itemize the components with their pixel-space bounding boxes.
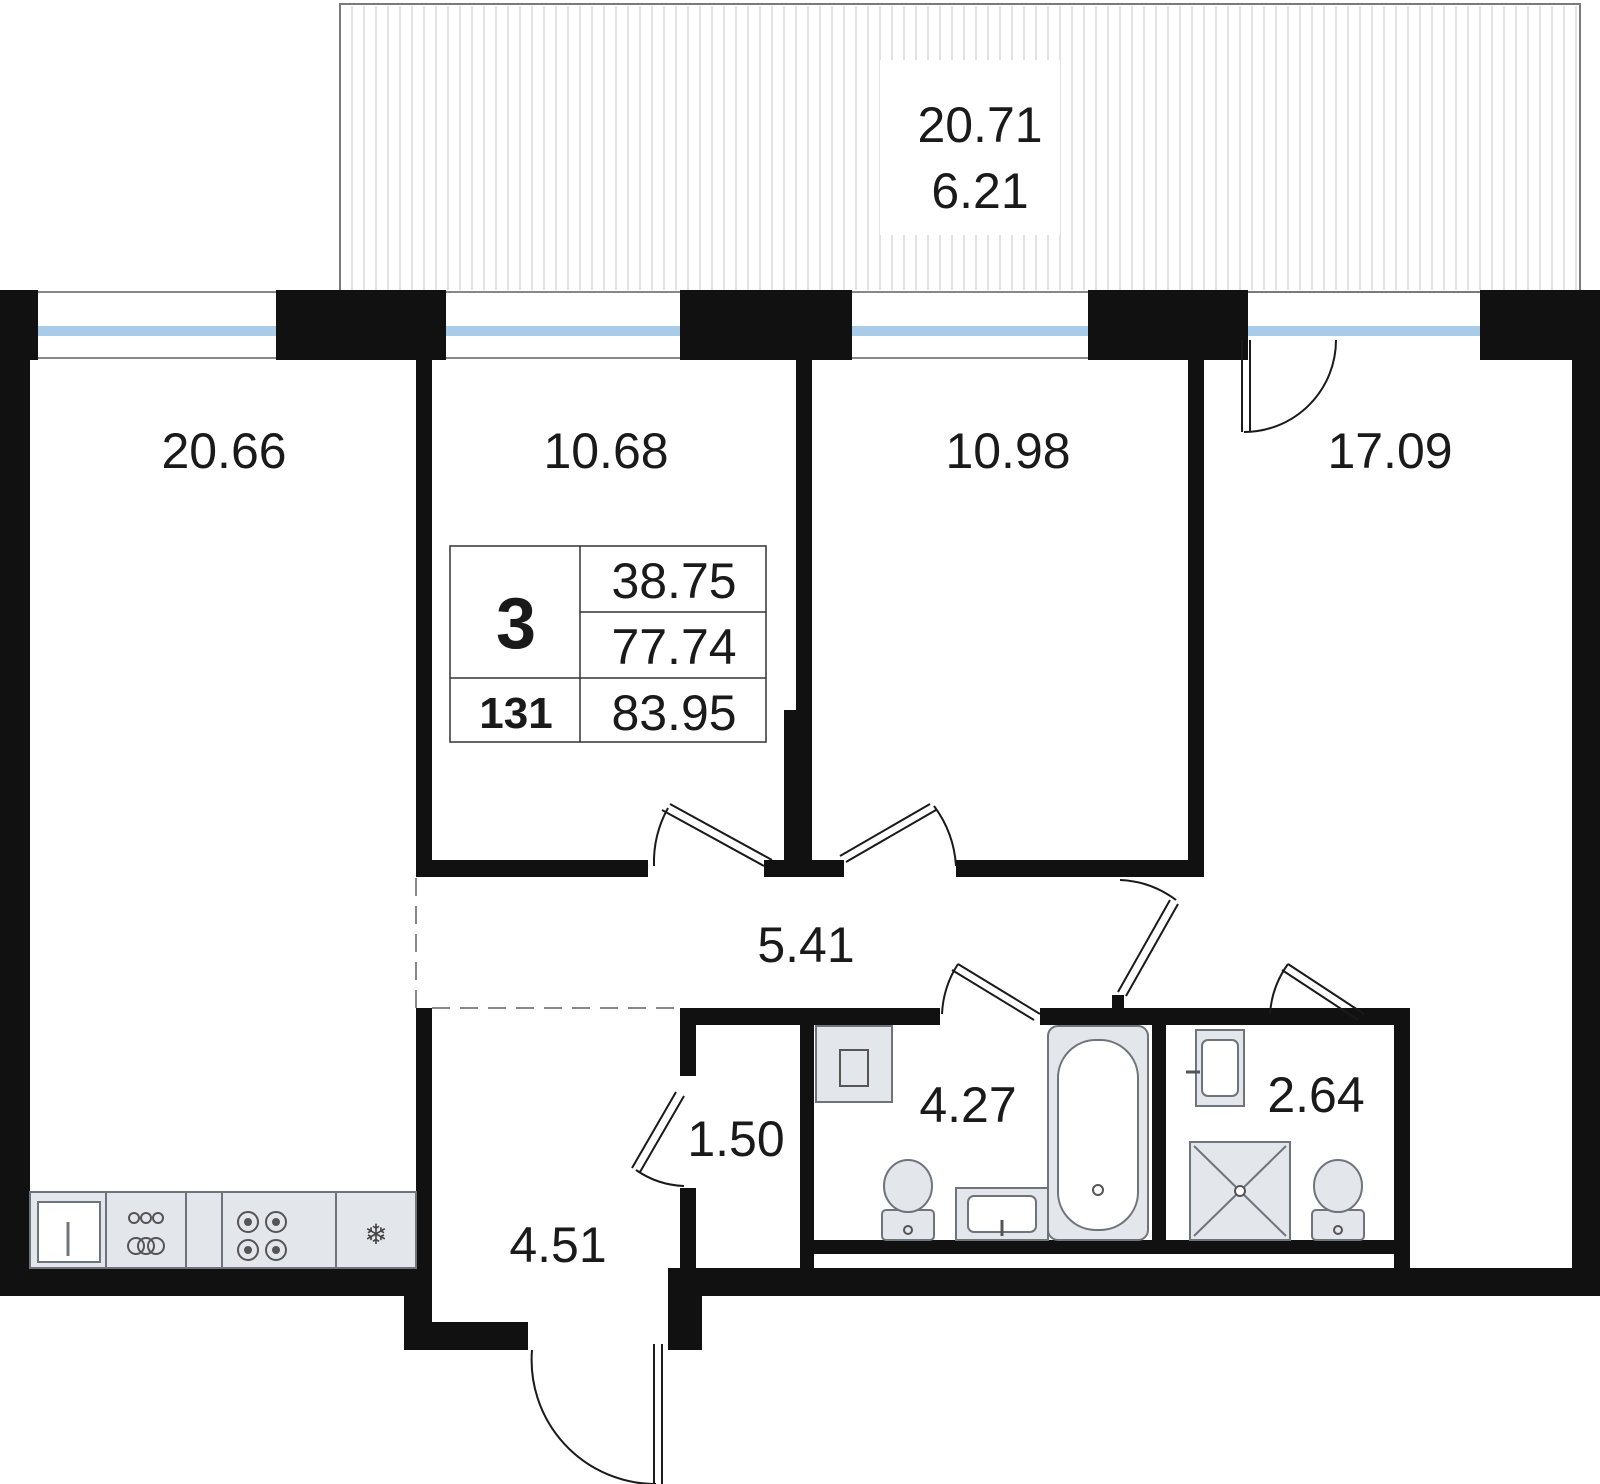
kitchen-counter: ❄ bbox=[29, 1191, 417, 1269]
shower-tray-icon bbox=[1189, 1141, 1291, 1241]
room-area-bedroom-3: 17.09 bbox=[1327, 423, 1452, 479]
total-with-balcony-value: 83.95 bbox=[611, 685, 736, 741]
door-bedroom-3 bbox=[1117, 879, 1179, 997]
living-area-value: 38.75 bbox=[611, 553, 736, 609]
fridge-icon: ❄ bbox=[364, 1218, 387, 1251]
balcony-hatching bbox=[351, 6, 1577, 290]
room-area-closet: 1.50 bbox=[687, 1111, 784, 1167]
walls bbox=[0, 290, 1600, 1350]
balcony-area-2: 6.21 bbox=[931, 163, 1028, 219]
washbasin-icon bbox=[955, 1187, 1049, 1241]
door-bedroom-2 bbox=[839, 803, 957, 867]
room-area-bedroom-1: 10.68 bbox=[543, 423, 668, 479]
toilet-icon bbox=[1311, 1159, 1365, 1241]
stove-icon bbox=[237, 1211, 287, 1261]
washbasin-icon bbox=[1186, 1029, 1245, 1107]
shower-room-fixtures bbox=[1186, 1029, 1365, 1241]
door-bathroom bbox=[941, 963, 1041, 1021]
window-glass bbox=[846, 326, 1092, 336]
info-card: 3 131 38.75 77.74 83.95 bbox=[449, 545, 767, 743]
room-area-shower-room: 2.64 bbox=[1267, 1067, 1364, 1123]
bathtub-icon bbox=[1047, 1025, 1149, 1241]
sink-icon bbox=[37, 1201, 101, 1263]
balcony: 20.71 6.21 bbox=[339, 3, 1581, 293]
balcony-area-1: 20.71 bbox=[917, 97, 1042, 153]
room-area-bathroom: 4.27 bbox=[919, 1077, 1016, 1133]
dishwasher-icon bbox=[127, 1212, 165, 1255]
room-labels: 20.66 10.68 10.98 17.09 5.41 4.27 1.50 2… bbox=[161, 423, 1452, 1273]
window-glass bbox=[32, 326, 282, 336]
svg-text:❄: ❄ bbox=[364, 1218, 387, 1251]
door-shower-room bbox=[1269, 963, 1365, 1021]
apartment-number: 131 bbox=[479, 689, 552, 738]
rooms-count: 3 bbox=[496, 584, 536, 664]
door-entrance bbox=[530, 1344, 663, 1484]
room-area-bedroom-2: 10.98 bbox=[945, 423, 1070, 479]
washing-machine-icon bbox=[815, 1025, 893, 1103]
window-glass bbox=[1240, 326, 1485, 336]
door-bedroom-1 bbox=[652, 803, 773, 867]
room-area-corridor: 5.41 bbox=[757, 917, 854, 973]
toilet-icon bbox=[881, 1159, 935, 1241]
total-area-value: 77.74 bbox=[611, 619, 736, 675]
zone-lines bbox=[415, 878, 680, 1009]
bathroom-fixtures bbox=[815, 1025, 1149, 1241]
room-area-living-left: 20.66 bbox=[161, 423, 286, 479]
room-area-hall: 4.51 bbox=[509, 1217, 606, 1273]
window-glass bbox=[438, 326, 686, 336]
doors bbox=[530, 339, 1365, 1484]
door-balcony bbox=[1241, 339, 1337, 433]
door-closet bbox=[631, 1091, 685, 1187]
